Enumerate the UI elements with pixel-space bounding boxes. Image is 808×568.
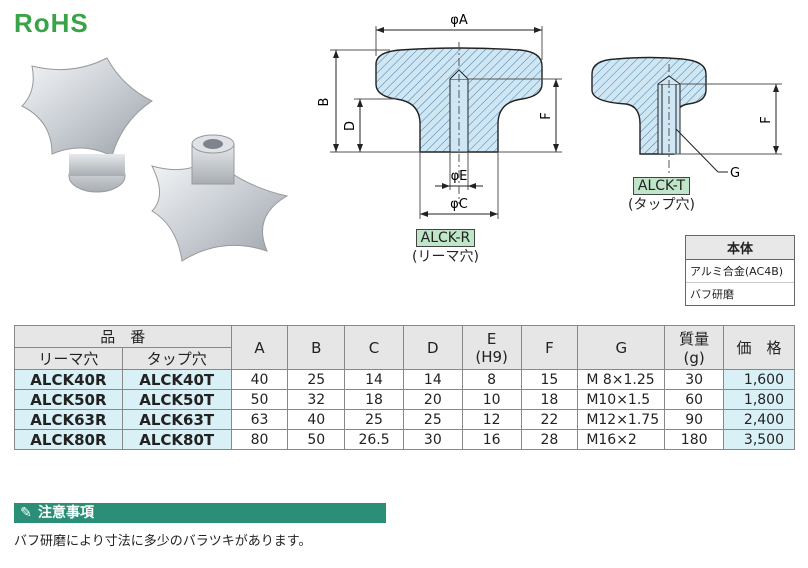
cell-E: 10 <box>461 389 522 410</box>
cell-tap: ALCK63T <box>121 409 232 430</box>
rohs-logo: RoHS <box>14 8 89 38</box>
note-header: ✎ 注意事項 <box>14 503 386 523</box>
spec-table: 品 番 A B C D E (H9) F G 質量 (g) 価 格 リーマ穴 タ… <box>14 325 795 450</box>
dim-B-label: B <box>317 98 332 107</box>
table-row: ALCK50R ALCK50T 50 32 18 20 10 18 M10×1.… <box>14 389 795 410</box>
cell-reamer: ALCK50R <box>14 389 123 410</box>
header-weight: 質量 (g) <box>664 325 725 370</box>
variant-r-caption: ALCK-R (リーマ穴) <box>412 229 479 266</box>
header-E-main: E <box>486 329 497 348</box>
header-tap: タップ穴 <box>121 347 232 370</box>
cell-C: 25 <box>344 409 404 430</box>
dim-D-label: D <box>343 121 358 131</box>
cell-A: 50 <box>230 389 289 410</box>
variant-t-caption: ALCK-T (タップ穴) <box>628 177 695 214</box>
dim-A-label: φA <box>450 13 468 28</box>
cell-D: 30 <box>402 429 463 450</box>
material-header: 本体 <box>686 236 794 260</box>
dim-F2-label: F <box>759 116 774 123</box>
header-E: E (H9) <box>461 325 522 370</box>
cell-D: 14 <box>402 369 463 390</box>
cell-G: M10×1.5 <box>577 389 666 410</box>
knob-top-view <box>21 57 153 157</box>
cell-F: 15 <box>520 369 579 390</box>
header-B: B <box>287 325 346 370</box>
section-tap <box>591 56 707 155</box>
cell-tap: ALCK50T <box>121 389 232 410</box>
note-title: 注意事項 <box>38 505 94 521</box>
cell-B: 40 <box>287 409 346 430</box>
cell-reamer: ALCK40R <box>14 369 123 390</box>
material-box: 本体 アルミ合金(AC4B) バフ研磨 <box>685 235 795 306</box>
cell-B: 32 <box>287 389 346 410</box>
cell-tap: ALCK80T <box>121 429 232 450</box>
dim-G-label: G <box>730 166 740 181</box>
cell-G: M 8×1.25 <box>577 369 666 390</box>
cell-reamer: ALCK80R <box>14 429 123 450</box>
cell-A: 80 <box>230 429 289 450</box>
table-row: ALCK63R ALCK63T 63 40 25 25 12 22 M12×1.… <box>14 409 795 430</box>
dim-C-label: φC <box>450 197 468 212</box>
technical-drawing: φA B D F φE φC F G <box>317 13 782 219</box>
product-photo <box>21 57 289 262</box>
cell-G: M12×1.75 <box>577 409 666 430</box>
pen-icon: ✎ <box>20 505 32 521</box>
header-price: 価 格 <box>723 325 795 370</box>
cell-B: 50 <box>287 429 346 450</box>
variant-r-desc: (リーマ穴) <box>412 249 479 265</box>
cell-E: 8 <box>461 369 522 390</box>
dim-F-label: F <box>539 112 554 119</box>
cell-F: 22 <box>520 409 579 430</box>
cell-price: 1,600 <box>723 369 795 390</box>
cell-D: 20 <box>402 389 463 410</box>
cell-price: 1,800 <box>723 389 795 410</box>
cell-price: 2,400 <box>723 409 795 430</box>
cell-reamer: ALCK63R <box>14 409 123 430</box>
cell-weight: 90 <box>664 409 725 430</box>
header-D: D <box>402 325 463 370</box>
material-item: アルミ合金(AC4B) <box>686 260 794 283</box>
cell-weight: 180 <box>664 429 725 450</box>
cell-weight: 30 <box>664 369 725 390</box>
variant-r-code: ALCK-R <box>415 229 476 247</box>
note-text: バフ研磨により寸法に多少のバラツキがあります。 <box>14 534 312 549</box>
cell-A: 63 <box>230 409 289 430</box>
header-reamer: リーマ穴 <box>14 347 123 370</box>
cell-C: 18 <box>344 389 404 410</box>
cell-weight: 60 <box>664 389 725 410</box>
cell-D: 25 <box>402 409 463 430</box>
header-weight-main: 質量 <box>679 330 710 348</box>
cell-price: 3,500 <box>723 429 795 450</box>
table-row: ALCK80R ALCK80T 80 50 26.5 30 16 28 M16×… <box>14 429 795 450</box>
variant-t-code: ALCK-T <box>632 177 691 195</box>
header-E-sub: (H9) <box>475 347 508 366</box>
header-hinban: 品 番 <box>14 325 232 348</box>
cell-E: 12 <box>461 409 522 430</box>
header-weight-sub: (g) <box>683 349 705 367</box>
cell-E: 16 <box>461 429 522 450</box>
table-row: ALCK40R ALCK40T 40 25 14 14 8 15 M 8×1.2… <box>14 369 795 390</box>
variant-t-desc: (タップ穴) <box>628 197 695 213</box>
dim-E-label: φE <box>451 169 468 184</box>
cell-C: 14 <box>344 369 404 390</box>
header-F: F <box>520 325 579 370</box>
cell-F: 18 <box>520 389 579 410</box>
cell-B: 25 <box>287 369 346 390</box>
cell-C: 26.5 <box>344 429 404 450</box>
cell-A: 40 <box>230 369 289 390</box>
cell-tap: ALCK40T <box>121 369 232 390</box>
header-C: C <box>344 325 404 370</box>
cell-G: M16×2 <box>577 429 666 450</box>
material-item: バフ研磨 <box>690 288 734 301</box>
cell-F: 28 <box>520 429 579 450</box>
header-A: A <box>230 325 289 370</box>
header-G: G <box>577 325 666 370</box>
